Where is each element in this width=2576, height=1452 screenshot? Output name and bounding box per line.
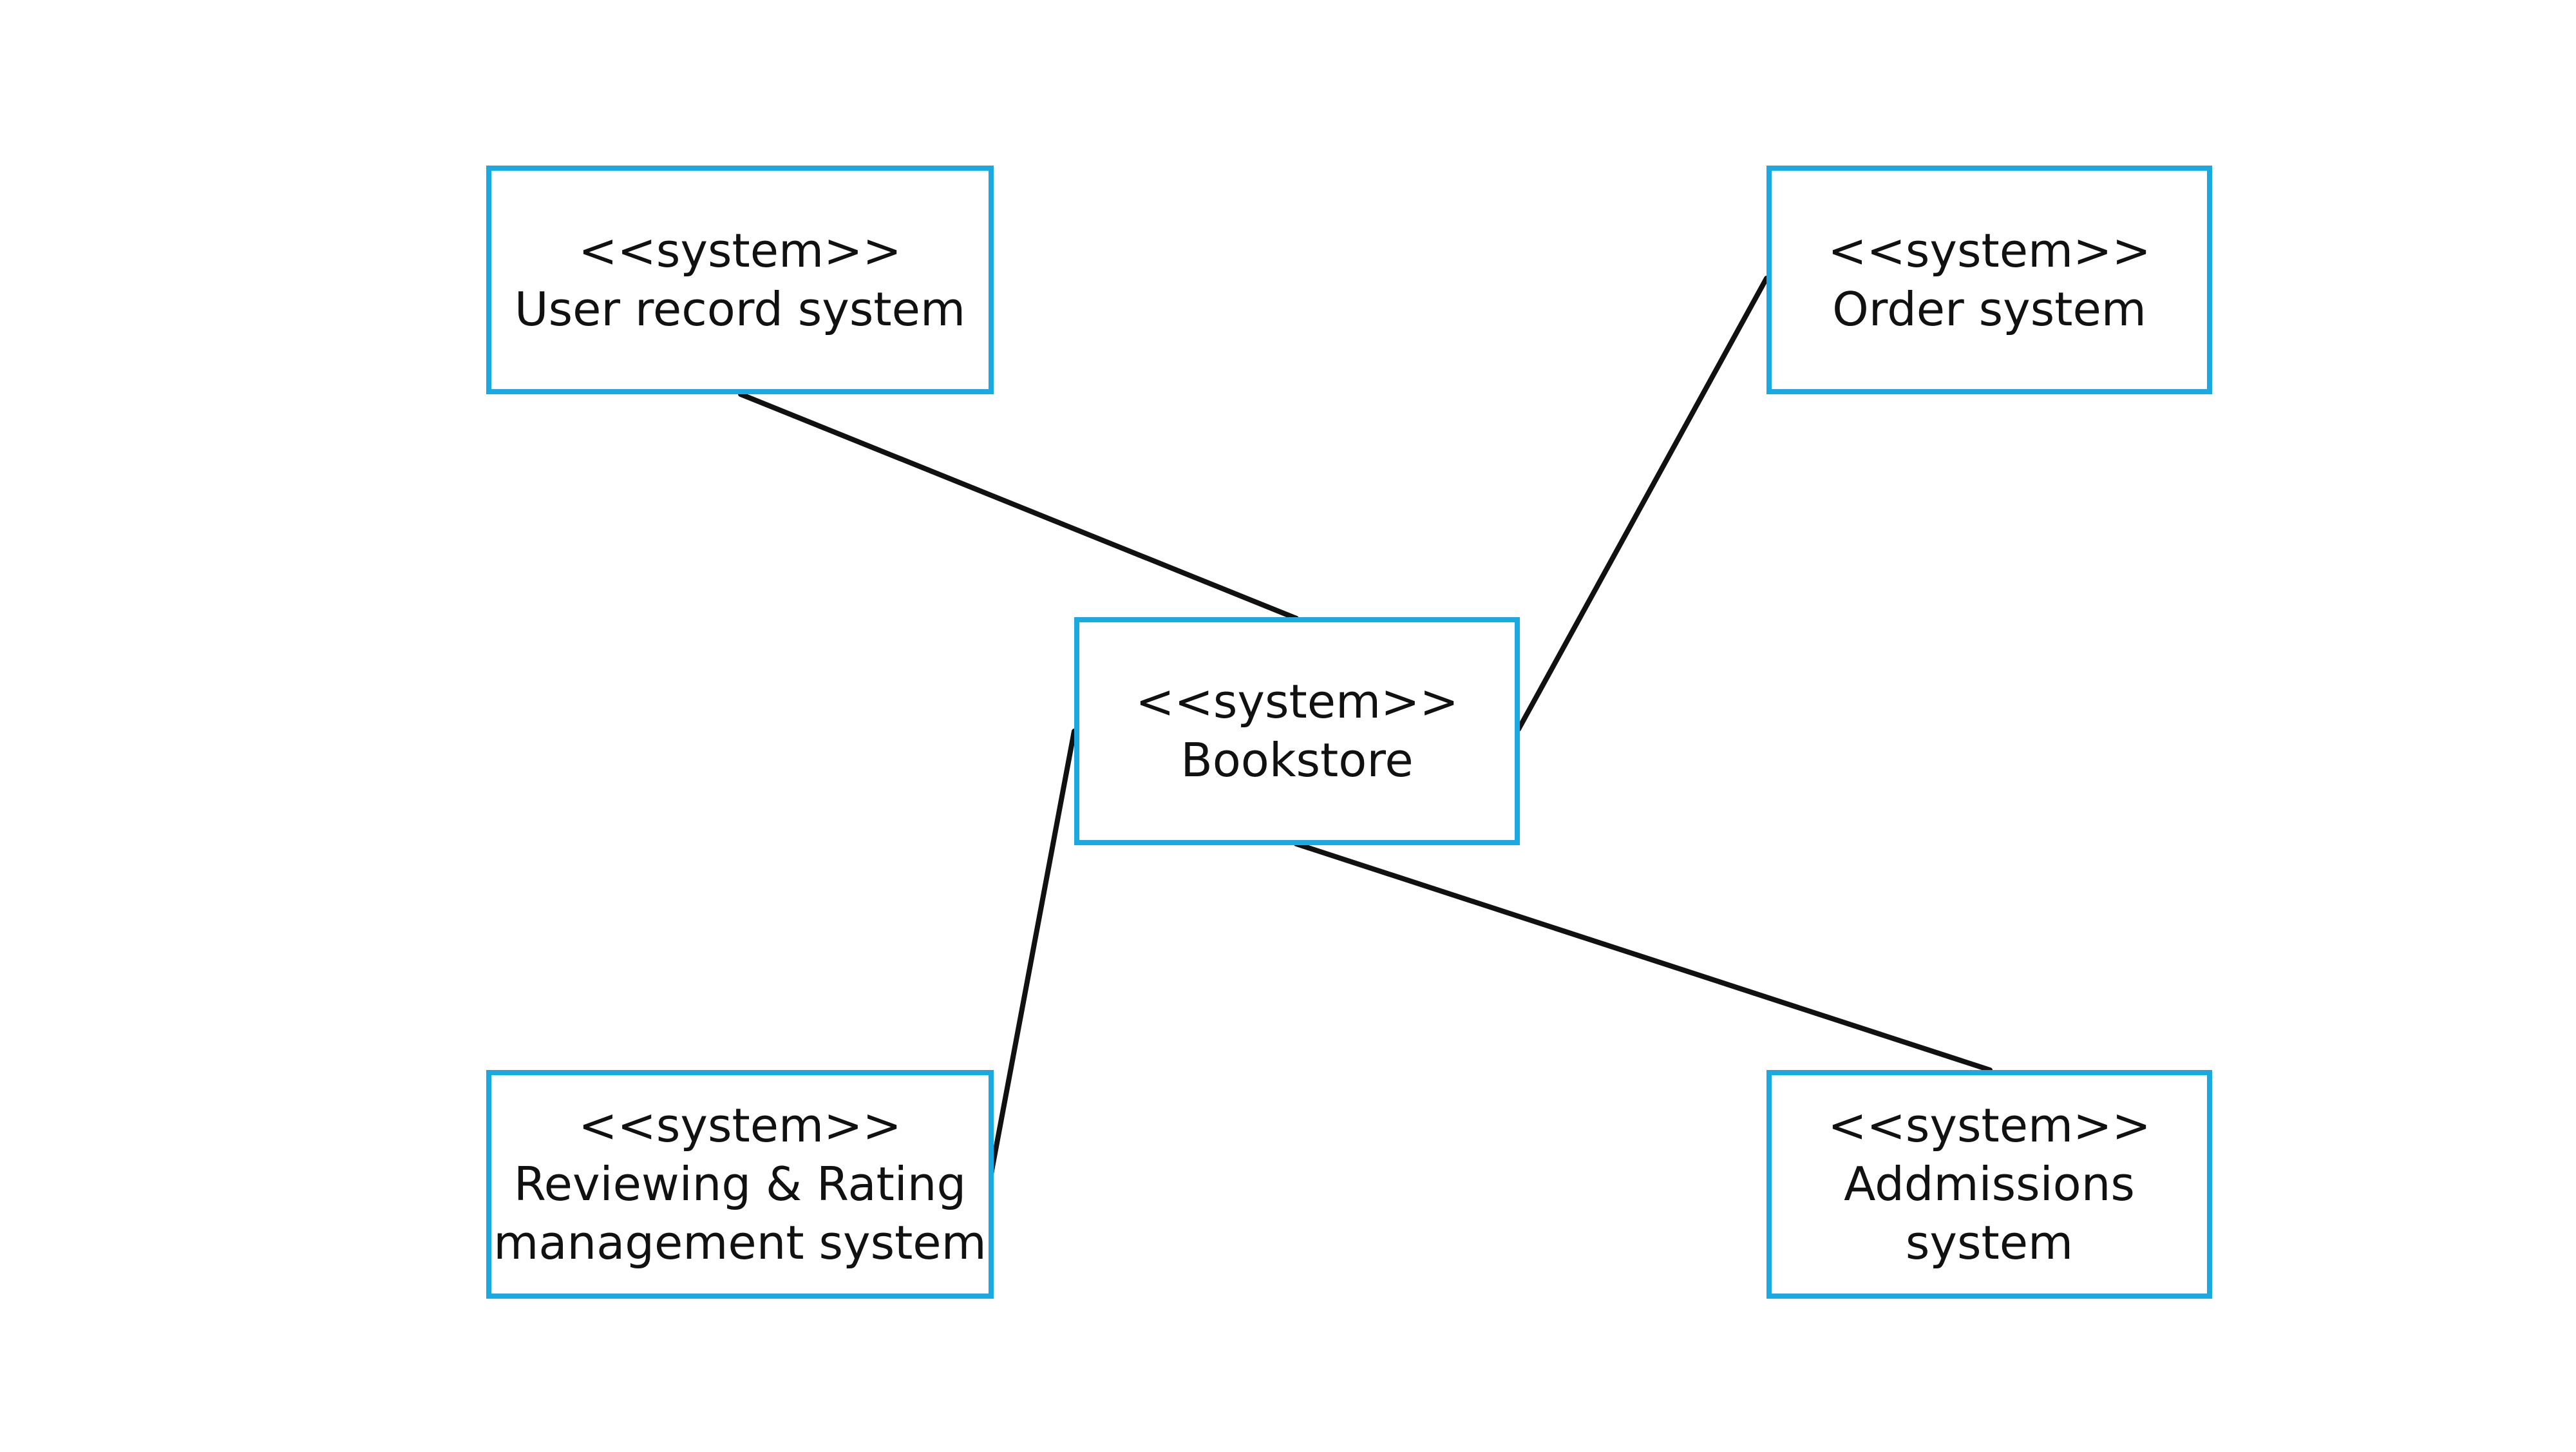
- system-name-line-1: Reviewing & Rating: [513, 1157, 967, 1212]
- admissions-system-node: <<system>> Addmissions system: [1766, 1070, 2212, 1299]
- stereotype-label: <<system>>: [1828, 223, 2151, 278]
- bookstore-system-node: <<system>> Bookstore: [1074, 617, 1520, 845]
- order-system-label: <<system>> Order system: [1828, 222, 2151, 338]
- connector-reviewing-to-bookstore: [987, 729, 1077, 1183]
- system-name-line-1: Addmissions: [1844, 1157, 2135, 1212]
- stereotype-label: <<system>>: [1828, 1098, 2151, 1153]
- user-record-system-node: <<system>> User record system: [486, 166, 994, 394]
- connector-order-to-bookstore: [1516, 276, 1769, 732]
- stereotype-label: <<system>>: [1135, 674, 1459, 729]
- admissions-system-label: <<system>> Addmissions system: [1828, 1096, 2151, 1272]
- stereotype-label: <<system>>: [578, 1098, 902, 1153]
- order-system-node: <<system>> Order system: [1766, 166, 2212, 394]
- stereotype-label: <<system>>: [578, 223, 902, 278]
- system-name-line-2: management system: [493, 1215, 987, 1270]
- connector-admissions-to-bookstore: [1294, 841, 1993, 1073]
- user-record-system-label: <<system>> User record system: [515, 222, 965, 338]
- system-name-line-2: system: [1905, 1215, 2074, 1270]
- reviewing-rating-management-system-label: <<system>> Reviewing & Rating management…: [493, 1096, 987, 1272]
- system-name: Order system: [1832, 282, 2146, 336]
- connector-user-record-to-bookstore: [738, 392, 1299, 621]
- bookstore-system-label: <<system>> Bookstore: [1135, 673, 1459, 789]
- system-name: Bookstore: [1180, 733, 1414, 787]
- system-name: User record system: [514, 282, 966, 336]
- reviewing-rating-management-system-node: <<system>> Reviewing & Rating management…: [486, 1070, 994, 1299]
